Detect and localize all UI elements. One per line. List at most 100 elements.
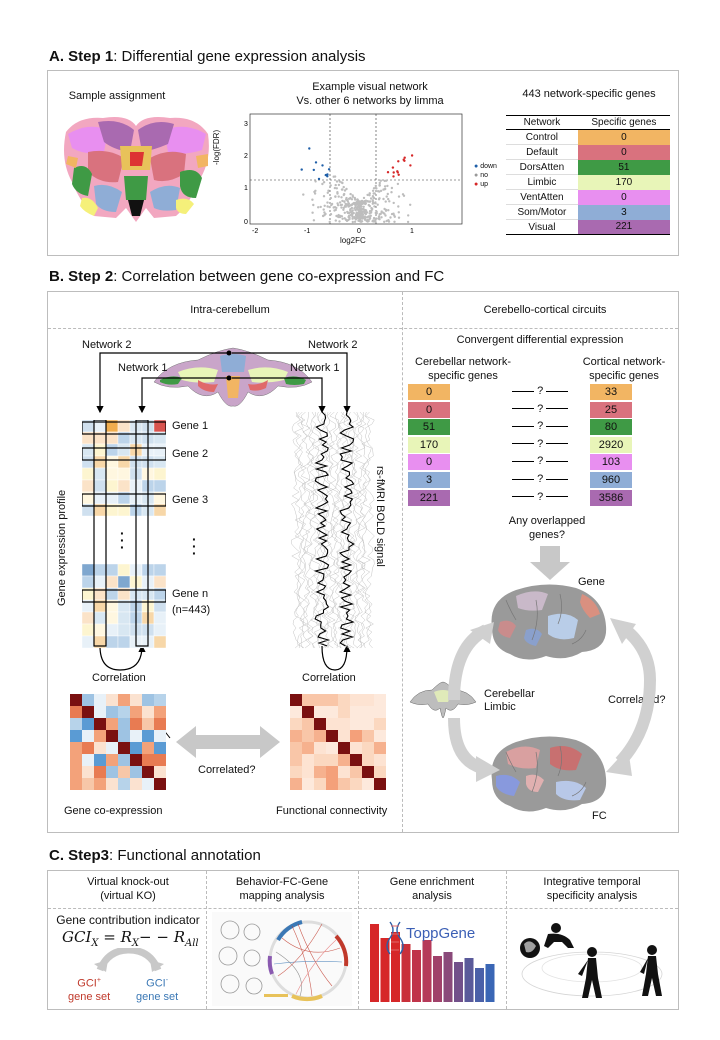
gci-minus-geneset: gene set [136,990,179,1003]
c-col3-line2: analysis [412,889,452,902]
gci-plus-word: GCI [77,977,97,990]
functional-connectivity-label: Functional connectivity [276,805,388,817]
behavior-fc-gene-chord [212,912,352,1006]
gci-formula: GCIX = RX− − RAll [62,928,199,949]
c-div-1 [206,871,207,1009]
volcano-title-1: Example visual network [312,81,428,93]
cereb-limbic-2: Limbic [484,701,516,713]
network2-left: Network 2 [82,339,132,351]
network-name: Visual [506,219,578,235]
sample-assignment-label: Sample assignment [68,90,166,102]
gci-split-arrow [94,948,164,972]
question-mark: ? [537,490,547,503]
cortical-count: 960 [590,472,632,488]
legend-up: up [480,181,488,188]
network-gene-count: 0 [577,189,670,205]
correlated-mid-label: Correlated? [198,764,256,776]
functional-connectivity-matrix [290,694,386,790]
vertical-ellipsis-2: ··· [192,531,197,561]
cycle-arrows [448,618,657,782]
temporal-specificity-illustration [520,923,663,998]
step-c-panel [47,870,679,1010]
step-c-title: C. Step3: Functional annotation [49,847,261,864]
step-a-letter: A. Step 1 [49,48,114,65]
gci-eq-sub2: All [185,938,199,949]
cerebellar-count: 170 [408,436,450,453]
network-name: DorsAtten [506,159,578,175]
gene-expression-profile-label: Gene expression profile [56,489,68,606]
network1-left: Network 1 [118,362,168,374]
step-b-rest: : Correlation between gene co-expression… [113,268,445,285]
convergent-label: Convergent differential expression [456,334,624,346]
cerebellar-count: 51 [408,419,450,436]
double-arrow-correlated [176,726,280,758]
gci-indicator-label: Gene contribution indicator [56,913,200,927]
gene-expression-heatmap [82,420,166,648]
cerebellar-genes-label: Cerebellar network- specific genes [408,356,518,384]
gene-n-label: Gene n [172,588,209,600]
step-b-letter: B. Step 2 [49,268,114,285]
c-col1-line2: (virtual KO) [100,889,156,902]
intra-cerebellum-label: Intra-cerebellum [190,304,270,316]
cerebellar-count: 0 [408,454,450,471]
overlap-question-mark: ? [512,455,569,467]
cerebellar-limbic-label: Cerebellar Limbic [484,688,535,714]
network2-right: Network 2 [308,339,358,351]
cerebellum-3d-top [153,347,313,407]
network-name: Default [506,144,578,160]
th-network: Network [506,115,578,130]
network-gene-count: 170 [577,174,670,190]
network-gene-count: 0 [577,144,670,160]
gci-plus-set: GCI+gene set [68,974,110,1004]
network-name: VentAtten [506,189,578,205]
cortex-fc-brain [491,736,607,812]
cortical-count: 3586 [590,489,632,506]
cortical-count: 25 [590,401,632,418]
cortical-count: 80 [590,419,632,436]
xtick-1: 1 [410,228,414,234]
gci-word: GCI [62,928,92,946]
toppgene-logo: ToppGene [406,925,475,942]
question-mark: ? [537,420,547,433]
gene-brain-label: Gene [578,576,605,588]
gci-eq: = R [98,928,132,946]
down-arrow-overlap [530,546,570,580]
cereb-limbic-1: Cerebellar [484,688,535,700]
question-mark: ? [537,402,547,415]
xtick-m1: -1 [304,228,310,234]
cortex-gene-brain [491,584,607,660]
gene-coexpression-label: Gene co-expression [64,805,163,817]
c-col4-line1: Integrative temporal [543,876,641,888]
legend-no: no [480,172,488,179]
c-div-3 [506,871,507,1009]
correlation-right-label: Correlation [302,672,356,684]
gene-1-label: Gene 1 [172,420,209,432]
step-c-rest: : Functional annotation [109,847,261,864]
xtick-0: 0 [357,228,361,234]
step-a-title: A. Step 1: Differential gene expression … [49,48,366,65]
overlap-1: Any overlapped [508,515,586,527]
cerebellar-count: 221 [408,489,450,506]
bold-signal-label: rs-fMRI BOLD signal [374,466,386,567]
step-b-divider [402,292,403,832]
ytick-2: 2 [244,153,248,160]
correlation-left-label: Correlation [92,672,146,684]
overlap-question-mark: ? [512,473,569,485]
question-mark: ? [537,437,547,450]
cerebellum-flatmap [64,117,209,222]
overlap-question-mark: ? [512,420,569,433]
step-b-hdivider [48,328,678,329]
overlap-question: Any overlapped genes? [492,515,602,543]
overlap-question-mark: ? [512,437,569,450]
cerebellar-genes-2: specific genes [428,369,498,382]
bold-signal [291,412,375,649]
gci-plus-geneset: gene set [68,990,111,1003]
step-b-panel [47,291,679,833]
vertical-ellipsis-1: ··· [120,525,125,555]
network-name: Som/Motor [506,204,578,220]
